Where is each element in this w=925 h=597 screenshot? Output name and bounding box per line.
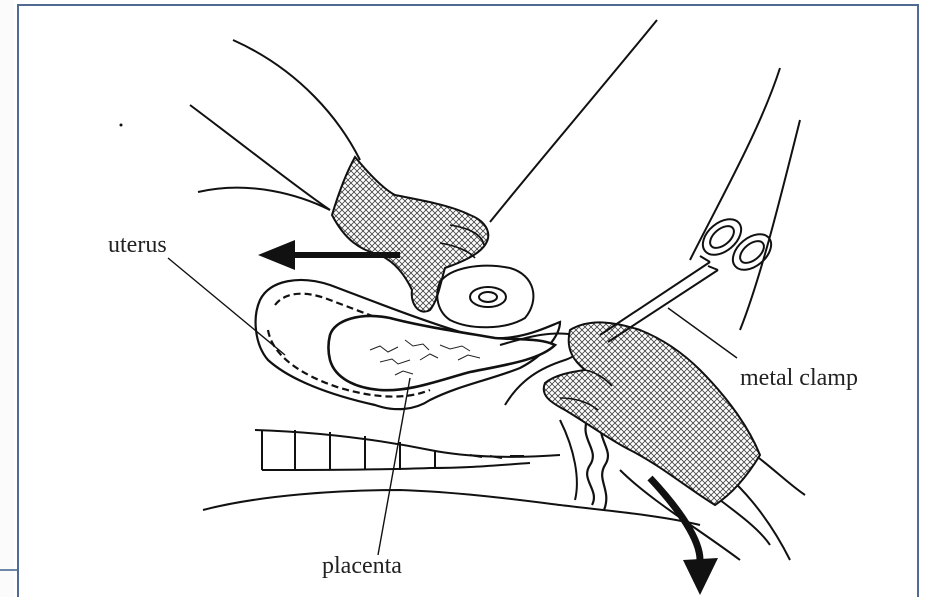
abdomen-outline bbox=[198, 188, 330, 210]
right-arm-upper bbox=[490, 20, 657, 222]
bladder bbox=[437, 266, 533, 328]
thigh-outline bbox=[560, 420, 577, 500]
stray-mark bbox=[120, 124, 123, 127]
spine bbox=[255, 430, 560, 470]
left-gloved-hand bbox=[332, 157, 488, 312]
label-metal-clamp: metal clamp bbox=[740, 365, 858, 391]
left-arm bbox=[190, 40, 360, 210]
label-uterus: uterus bbox=[108, 232, 167, 258]
body-contour bbox=[203, 490, 700, 525]
label-placenta: placenta bbox=[322, 553, 402, 579]
